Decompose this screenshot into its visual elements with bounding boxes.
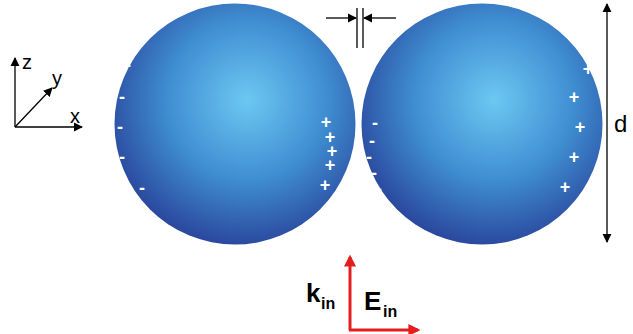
axis-label: y — [52, 68, 62, 88]
dimension-label: d — [614, 112, 627, 136]
sphere-shape — [114, 3, 356, 245]
surface-charge: - — [376, 180, 382, 198]
surface-charge: + — [569, 148, 580, 166]
sphere-circle — [362, 4, 603, 245]
surface-charge: - — [372, 114, 378, 132]
axis-label: z — [22, 52, 32, 72]
axis-label: x — [70, 106, 80, 126]
surface-charge: + — [560, 178, 571, 196]
surface-charge: + — [575, 118, 586, 136]
surface-charge: - — [119, 148, 125, 166]
vector-symbol: k — [306, 280, 320, 306]
surface-charge: - — [119, 88, 125, 106]
surface-charge: + — [583, 60, 594, 78]
metal-sphere: -----+++++ — [361, 3, 603, 245]
gap-indicator — [326, 8, 396, 48]
surface-charge: - — [139, 179, 145, 197]
vector-subscript: in — [383, 304, 397, 320]
surface-charge: - — [125, 56, 131, 74]
sphere-circle — [115, 4, 356, 245]
sphere-shape — [361, 3, 603, 245]
surface-charge: + — [325, 156, 336, 174]
surface-charge: + — [569, 88, 580, 106]
metal-sphere: -----+++++ — [114, 3, 356, 245]
vector-subscript: in — [321, 296, 335, 312]
surface-charge: + — [320, 176, 331, 194]
surface-charge: - — [117, 118, 123, 136]
diameter-dimension — [606, 4, 607, 242]
vector-symbol: E — [364, 288, 381, 314]
incident-vectors — [349, 257, 418, 330]
